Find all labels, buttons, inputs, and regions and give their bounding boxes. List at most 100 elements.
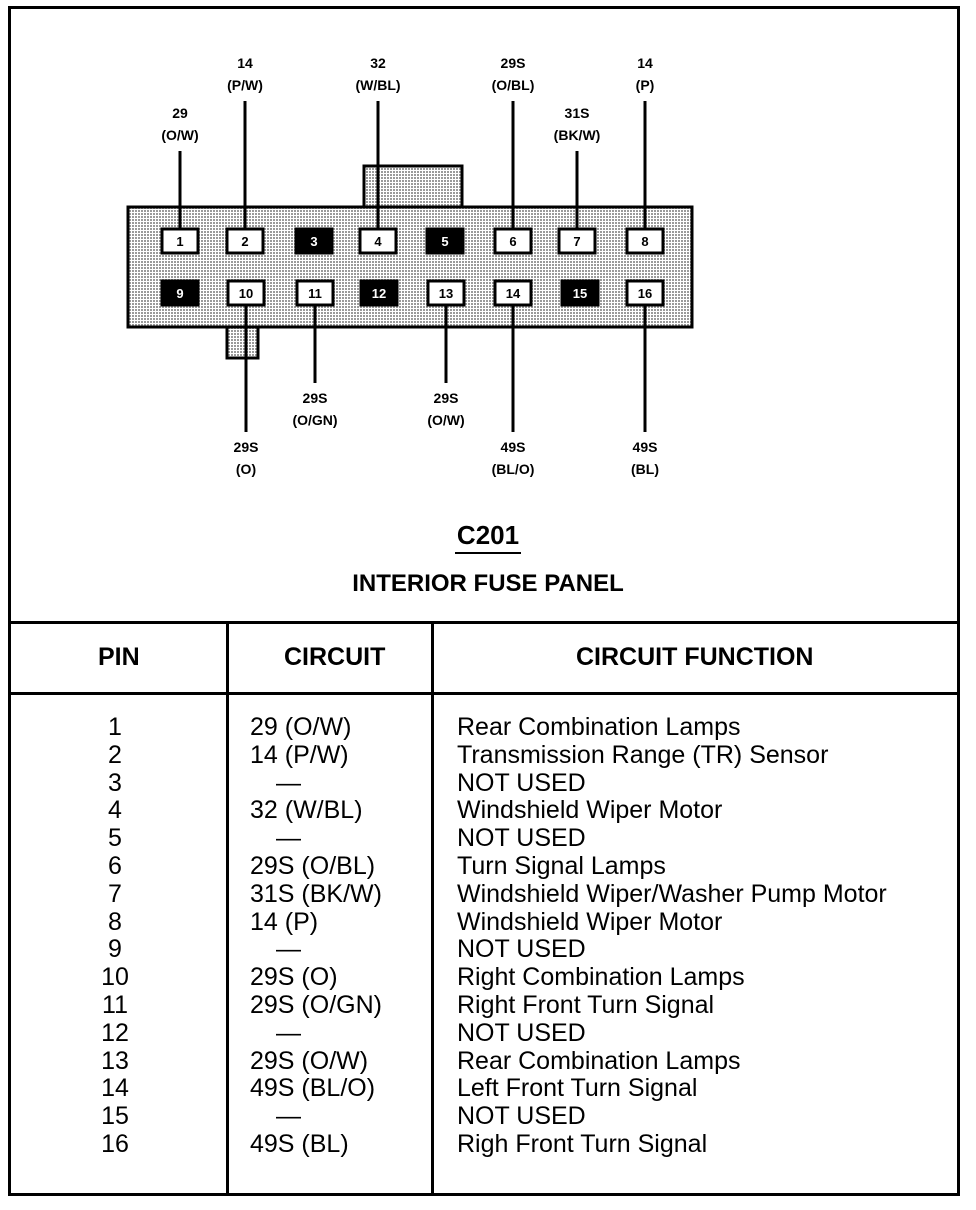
wire-label-2-circuit: 14	[237, 55, 253, 71]
wire-label-10-color: (O)	[236, 461, 256, 477]
row-pin-16: 16	[101, 1129, 129, 1158]
circuit-column: 29 (O/W)14 (P/W)—32 (W/BL)—29S (O/BL)31S…	[250, 713, 430, 1159]
cavity-7	[557, 227, 597, 255]
cavity-number-4: 4	[374, 234, 382, 249]
wire-label-13-circuit: 29S	[434, 390, 459, 406]
diagram-frame	[8, 6, 960, 1196]
cavity-16	[625, 279, 665, 307]
cavity-number-11: 11	[308, 286, 322, 301]
header-function: CIRCUIT FUNCTION	[576, 643, 814, 671]
cavity-15	[560, 279, 600, 307]
row-pin-8: 8	[108, 907, 122, 936]
cavity-number-1: 1	[176, 234, 183, 249]
wire-label-7-color: (BK/W)	[554, 127, 601, 143]
cavity-11	[295, 279, 335, 307]
wire-label-16-color: (BL)	[631, 461, 659, 477]
wire-label-8-circuit: 14	[637, 55, 653, 71]
cavity-number-2: 2	[241, 234, 248, 249]
wire-group	[178, 101, 647, 432]
row-function-13: Rear Combination Lamps	[457, 1046, 741, 1075]
row-circuit-12: —	[276, 1018, 301, 1047]
row-function-11: Right Front Turn Signal	[457, 990, 715, 1019]
row-pin-10: 10	[101, 963, 129, 992]
row-pin-5: 5	[108, 824, 122, 853]
row-function-1: Rear Combination Lamps	[457, 713, 741, 741]
cavity-number-14: 14	[506, 286, 521, 301]
row-circuit-16: 49S (BL)	[250, 1129, 349, 1158]
wire-label-7-circuit: 31S	[565, 105, 590, 121]
cavity-number-6: 6	[509, 234, 516, 249]
row-function-4: Windshield Wiper Motor	[457, 796, 723, 825]
wire-label-16-circuit: 49S	[633, 439, 658, 455]
cavity-number-10: 10	[239, 286, 253, 301]
cavity-number-5: 5	[441, 234, 448, 249]
row-function-15: NOT USED	[457, 1102, 586, 1131]
row-function-16: Righ Front Turn Signal	[457, 1129, 708, 1158]
cavity-5	[425, 227, 465, 255]
cavity-number-12: 12	[372, 286, 386, 301]
row-circuit-14: 49S (BL/O)	[250, 1074, 376, 1103]
row-circuit-10: 29S (O)	[250, 963, 338, 992]
wire-label-13-color: (O/W)	[427, 412, 464, 428]
cavity-1	[160, 227, 200, 255]
cavity-number-3: 3	[310, 234, 317, 249]
row-circuit-6: 29S (O/BL)	[250, 851, 376, 880]
row-function-3: NOT USED	[457, 768, 586, 797]
row-pin-15: 15	[101, 1102, 129, 1131]
wire-label-8-color: (P)	[636, 77, 655, 93]
cavity-12	[359, 279, 399, 307]
row-function-5: NOT USED	[457, 824, 586, 853]
table-divider-1	[226, 621, 229, 1196]
cavity-9	[160, 279, 200, 307]
row-circuit-5: —	[276, 824, 301, 853]
cavity-2	[225, 227, 265, 255]
wire-label-group: 29(O/W)14(P/W)32(W/BL)29S(O/BL)31S(BK/W)…	[161, 55, 659, 477]
cavity-8	[625, 227, 665, 255]
row-function-8: Windshield Wiper Motor	[457, 907, 723, 936]
wire-label-11-circuit: 29S	[303, 390, 328, 406]
row-circuit-13: 29S (O/W)	[250, 1046, 369, 1075]
row-pin-14: 14	[101, 1074, 129, 1103]
row-function-12: NOT USED	[457, 1018, 586, 1047]
row-function-7: Windshield Wiper/Washer Pump Motor	[457, 879, 887, 908]
cavity-number-16: 16	[638, 286, 652, 301]
wire-label-6-circuit: 29S	[501, 55, 526, 71]
wire-label-4-color: (W/BL)	[355, 77, 400, 93]
row-circuit-9: —	[276, 935, 301, 964]
row-circuit-7: 31S (BK/W)	[250, 879, 382, 908]
row-circuit-2: 14 (P/W)	[250, 740, 349, 769]
wire-label-6-color: (O/BL)	[492, 77, 535, 93]
row-pin-11: 11	[102, 990, 128, 1019]
wire-label-11-color: (O/GN)	[292, 412, 337, 428]
table-header-rule	[8, 692, 960, 695]
cavity-13	[426, 279, 466, 307]
row-pin-2: 2	[108, 740, 122, 769]
table-divider-2	[431, 621, 434, 1196]
cavity-number-13: 13	[439, 286, 453, 301]
row-pin-3: 3	[108, 768, 122, 797]
row-pin-7: 7	[108, 879, 122, 908]
row-function-6: Turn Signal Lamps	[457, 851, 666, 880]
row-pin-9: 9	[108, 935, 122, 964]
cavity-number-8: 8	[641, 234, 648, 249]
cavity-3	[294, 227, 334, 255]
header-circuit: CIRCUIT	[284, 643, 386, 671]
cavity-6	[493, 227, 533, 255]
row-function-14: Left Front Turn Signal	[457, 1074, 698, 1103]
row-pin-6: 6	[108, 851, 122, 880]
cavity-4	[358, 227, 398, 255]
row-function-2: Transmission Range (TR) Sensor	[457, 740, 829, 769]
wire-label-4-circuit: 32	[370, 55, 386, 71]
row-circuit-15: —	[276, 1102, 301, 1131]
row-circuit-3: —	[276, 768, 301, 797]
wire-label-14-color: (BL/O)	[492, 461, 535, 477]
header-pin: PIN	[98, 643, 140, 671]
connector-name: INTERIOR FUSE PANEL	[352, 570, 624, 597]
wire-label-14-circuit: 49S	[501, 439, 526, 455]
wire-label-10-circuit: 29S	[234, 439, 259, 455]
row-pin-4: 4	[108, 796, 122, 825]
row-circuit-4: 32 (W/BL)	[250, 796, 363, 825]
